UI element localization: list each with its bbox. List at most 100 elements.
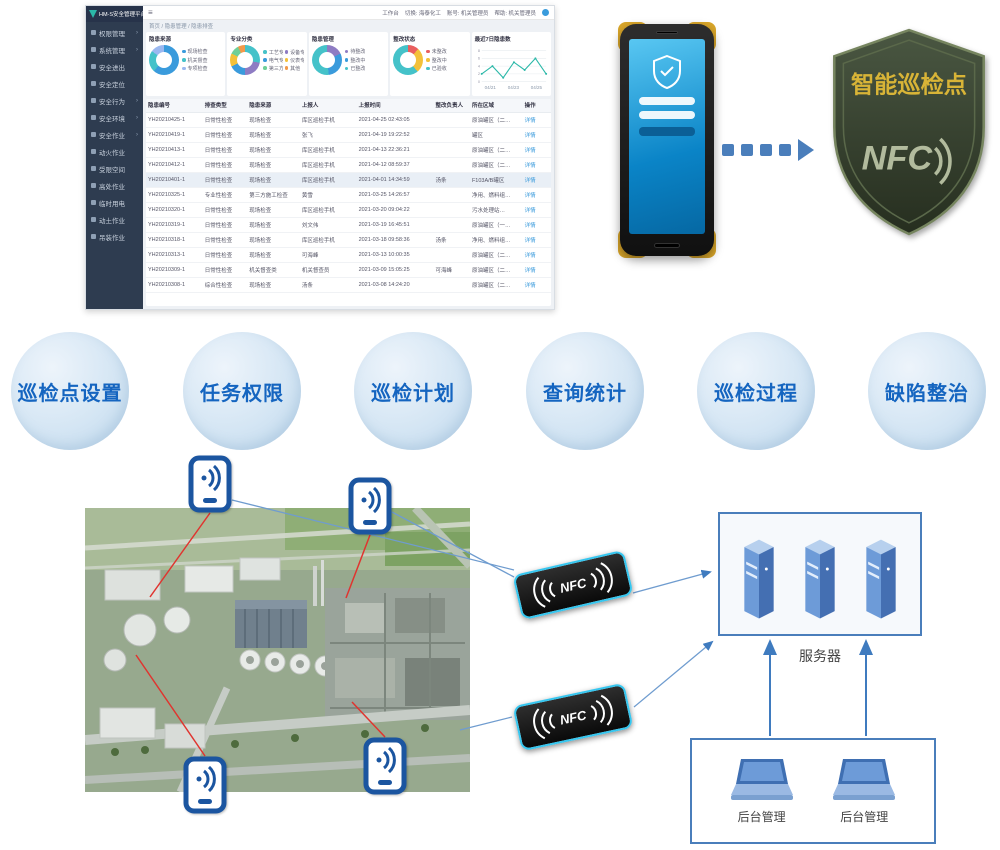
menu-item-icon	[91, 234, 96, 239]
sidebar-menu-item[interactable]: 临时用电	[86, 194, 143, 211]
table-cell: 2021-03-09 15:05:25	[356, 262, 434, 278]
donut-chart	[230, 45, 261, 75]
dash-segment	[722, 144, 734, 156]
table-cell: 第三方施工检查	[247, 187, 300, 203]
sidebar-menu-item[interactable]: 动火作业	[86, 143, 143, 160]
menu-item-icon	[91, 166, 96, 171]
dashboard-logo: HM-S安全管理平台	[86, 6, 146, 22]
detail-link[interactable]: 详情	[524, 117, 536, 124]
menu-item-label: 临时用电	[99, 200, 125, 208]
chart-legend: 现场检查机关督查专项检查	[182, 48, 208, 72]
badge-nfc-logo-text: NFC	[862, 139, 934, 177]
sidebar-menu-item[interactable]: 安全进出	[86, 58, 143, 75]
sidebar-menu-item[interactable]: 安全作业›	[86, 126, 143, 143]
table-cell	[433, 112, 470, 128]
topbar-item[interactable]: 工作台	[382, 10, 399, 17]
sidebar-menu-item[interactable]: 吊装作业	[86, 228, 143, 245]
chevron-right-icon: ›	[136, 46, 138, 53]
detail-link[interactable]: 详情	[524, 207, 536, 214]
dashboard-sidebar: HM-S安全管理平台 权限管理›系统管理›安全进出安全定位安全行为›安全环境›安…	[86, 6, 146, 309]
svg-text:8: 8	[478, 48, 480, 53]
menu-item-icon	[91, 30, 96, 35]
legend-label: 已验收	[431, 66, 447, 72]
flow-arrow	[722, 139, 814, 161]
dashboard-screenshot: HM-S安全管理平台 权限管理›系统管理›安全进出安全定位安全行为›安全环境›安…	[85, 5, 555, 310]
detail-link[interactable]: 详情	[524, 282, 536, 289]
login-button[interactable]	[639, 127, 695, 136]
sidebar-menu-item[interactable]: 受限空间	[86, 160, 143, 177]
table-cell: 日常性检查	[202, 127, 248, 143]
legend-dot	[284, 66, 289, 70]
menu-item-label: 受限空间	[99, 166, 125, 174]
table-cell: 净用、燃料组…	[469, 187, 523, 203]
table-cell: 综合性检查	[202, 277, 248, 293]
sidebar-menu-item[interactable]: 安全行为›	[86, 92, 143, 109]
topbar-item[interactable]: 账号: 机关管理员	[446, 10, 489, 17]
table-cell: 日常性检查	[202, 262, 248, 278]
username-field[interactable]	[639, 97, 695, 105]
breadcrumb[interactable]: 首页 / 隐患管理 / 隐患排查	[149, 24, 214, 30]
detail-link[interactable]: 详情	[524, 162, 536, 169]
sidebar-menu-item[interactable]: 动土作业	[86, 211, 143, 228]
chart-legend: 未整改整改中已验收	[426, 48, 447, 72]
legend-item: 机关督查	[182, 57, 208, 64]
detail-link[interactable]: 详情	[524, 237, 536, 244]
sidebar-menu-item[interactable]: 系统管理›	[86, 41, 143, 58]
table-cell: 2021-04-01 14:34:59	[356, 172, 434, 188]
svg-text:6: 6	[478, 56, 480, 61]
sidebar-menu-item[interactable]: 高处作业	[86, 177, 143, 194]
table-cell: YH20210313-1	[146, 247, 203, 263]
feature-circle-query-statistics: 查询统计	[526, 332, 644, 450]
server-tower-icon	[805, 539, 835, 619]
phone-login-screen	[629, 39, 705, 234]
menu-item-icon	[91, 149, 96, 154]
legend-dot	[182, 58, 186, 62]
nfc-phone-icon	[348, 477, 392, 535]
legend-label: 其他	[290, 65, 301, 72]
detail-link[interactable]: 详情	[524, 132, 536, 139]
legend-label: 待整改	[350, 49, 366, 55]
detail-link[interactable]: 详情	[524, 147, 536, 154]
sidebar-menu-item[interactable]: 安全环境›	[86, 109, 143, 126]
legend-label: 仪表专业	[290, 57, 304, 64]
topbar-item[interactable]: 切换: 海泰化工	[404, 10, 441, 17]
sidebar-menu: 权限管理›系统管理›安全进出安全定位安全行为›安全环境›安全作业›动火作业受限空…	[86, 22, 143, 309]
detail-link[interactable]: 详情	[524, 267, 536, 274]
chart-legend: 待整改整改中已整改	[344, 48, 366, 72]
table-cell: 现场检查	[247, 157, 300, 173]
legend-item: 整改中	[426, 57, 447, 64]
table-cell: 黄雪	[299, 187, 357, 203]
sidebar-menu-item[interactable]: 安全定位	[86, 75, 143, 92]
chevron-right-icon: ›	[136, 114, 138, 121]
table-cell: YH20210419-1	[146, 127, 203, 143]
legend-label: 电气专业	[268, 57, 283, 64]
detail-link[interactable]: 详情	[524, 222, 536, 229]
password-field[interactable]	[639, 111, 695, 119]
table-cell: 原油罐区（二…	[469, 142, 523, 158]
chevron-right-icon: ›	[136, 29, 138, 36]
hazard-table-wrap: 隐患编号排查类型隐患来源上报人上报时间整改负责人所在区域操作 YH2021042…	[146, 99, 551, 306]
legend-item: 专项检查	[182, 65, 208, 72]
topbar-item[interactable]: 帮助: 机关管理员	[494, 10, 536, 17]
legend-label: 设备专业	[290, 49, 304, 56]
menu-collapse-icon[interactable]: ≡	[148, 7, 153, 17]
legend-dot	[182, 49, 186, 54]
detail-link[interactable]: 详情	[524, 177, 536, 184]
feature-label: 巡检点设置	[17, 382, 123, 405]
detail-link[interactable]: 详情	[524, 252, 536, 259]
table-cell: 罐区	[469, 127, 523, 143]
sidebar-menu-item[interactable]: 权限管理›	[86, 24, 143, 41]
table-cell	[433, 157, 470, 173]
user-avatar[interactable]	[542, 9, 549, 16]
dash-segment	[779, 144, 791, 156]
nfc-reader-device: NFC	[512, 682, 634, 752]
table-cell: 日常性检查	[202, 112, 248, 128]
table-cell: YH20210413-1	[146, 142, 203, 158]
dashboard-main: ≡ 工作台切换: 海泰化工账号: 机关管理员帮助: 机关管理员 首页 / 隐患管…	[143, 6, 554, 309]
nfc-device-label: NFC	[558, 707, 588, 727]
detail-link[interactable]: 详情	[524, 192, 536, 199]
laptop-icon	[833, 759, 896, 800]
